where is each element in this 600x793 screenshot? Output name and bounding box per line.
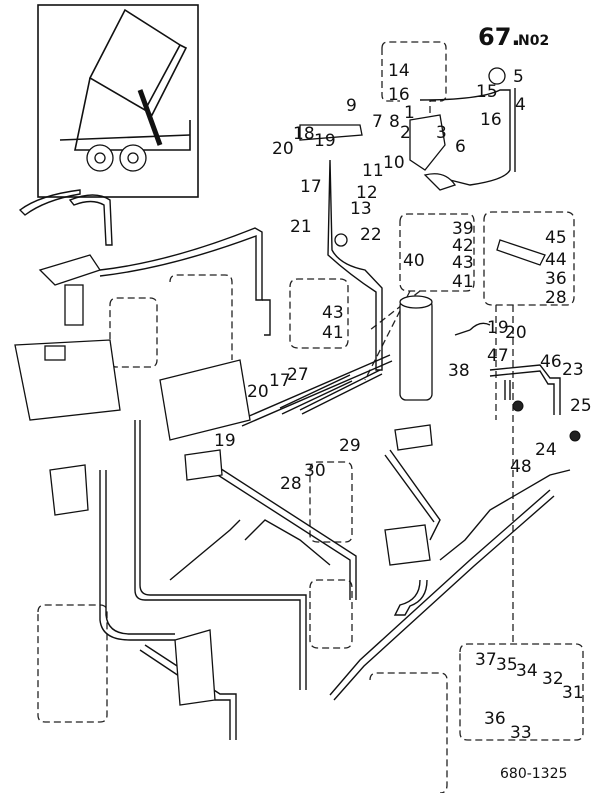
callout-44: 44 [545, 250, 567, 270]
callout-23: 23 [562, 360, 584, 380]
callout-46: 46 [540, 352, 562, 372]
callout-12: 12 [356, 183, 378, 203]
dump-truck-inset [37, 4, 199, 198]
callout-8: 8 [389, 112, 400, 132]
callout-9: 9 [346, 96, 357, 116]
callout-2: 2 [400, 123, 411, 143]
callout-24: 24 [535, 440, 557, 460]
callout-20: 20 [247, 382, 269, 402]
callout-43: 43 [452, 253, 474, 273]
components [14, 67, 581, 706]
callout-34: 34 [516, 661, 538, 681]
callout-47: 47 [487, 346, 509, 366]
callout-6: 6 [455, 137, 466, 157]
callout-18: 18 [293, 124, 315, 144]
callout-41: 41 [322, 323, 344, 343]
pipework [18, 88, 571, 740]
callout-10: 10 [383, 153, 405, 173]
callout-48: 48 [510, 457, 532, 477]
callout-32: 32 [542, 669, 564, 689]
callout-13: 13 [350, 199, 372, 219]
callout-19: 19 [487, 318, 509, 338]
callout-11: 11 [362, 161, 384, 181]
callout-7: 7 [372, 112, 383, 132]
callout-31: 31 [562, 683, 584, 703]
callout-20: 20 [272, 139, 294, 159]
callout-15: 15 [476, 82, 498, 102]
callout-42: 42 [452, 236, 474, 256]
callout-21: 21 [290, 217, 312, 237]
callout-27: 27 [287, 365, 309, 385]
callout-37: 37 [475, 650, 497, 670]
callout-28: 28 [545, 288, 567, 308]
callout-36: 36 [484, 709, 506, 729]
callout-25: 25 [570, 396, 592, 416]
callout-1: 1 [404, 103, 415, 123]
callout-5: 5 [513, 67, 524, 87]
callout-41: 41 [452, 272, 474, 292]
callout-39: 39 [452, 219, 474, 239]
page-number: 67. [478, 23, 521, 51]
callout-19: 19 [314, 131, 336, 151]
callout-33: 33 [510, 723, 532, 743]
callout-19: 19 [214, 431, 236, 451]
page-suffix: N02 [518, 33, 549, 49]
callout-43: 43 [322, 303, 344, 323]
callout-16: 16 [388, 85, 410, 105]
callout-17: 17 [269, 371, 291, 391]
callout-20: 20 [505, 323, 527, 343]
callout-38: 38 [448, 361, 470, 381]
callout-45: 45 [545, 228, 567, 248]
callout-36: 36 [545, 269, 567, 289]
callout-4: 4 [515, 95, 526, 115]
callout-30: 30 [304, 461, 326, 481]
callout-22: 22 [360, 225, 382, 245]
callout-14: 14 [388, 61, 410, 81]
detail-boxes [37, 41, 584, 793]
callout-3: 3 [436, 123, 447, 143]
callout-28: 28 [280, 474, 302, 494]
callout-29: 29 [339, 436, 361, 456]
callout-17: 17 [300, 177, 322, 197]
callout-16: 16 [480, 110, 502, 130]
callout-35: 35 [496, 655, 518, 675]
drawing-code: 680-1325 [500, 766, 567, 782]
callout-40: 40 [403, 251, 425, 271]
